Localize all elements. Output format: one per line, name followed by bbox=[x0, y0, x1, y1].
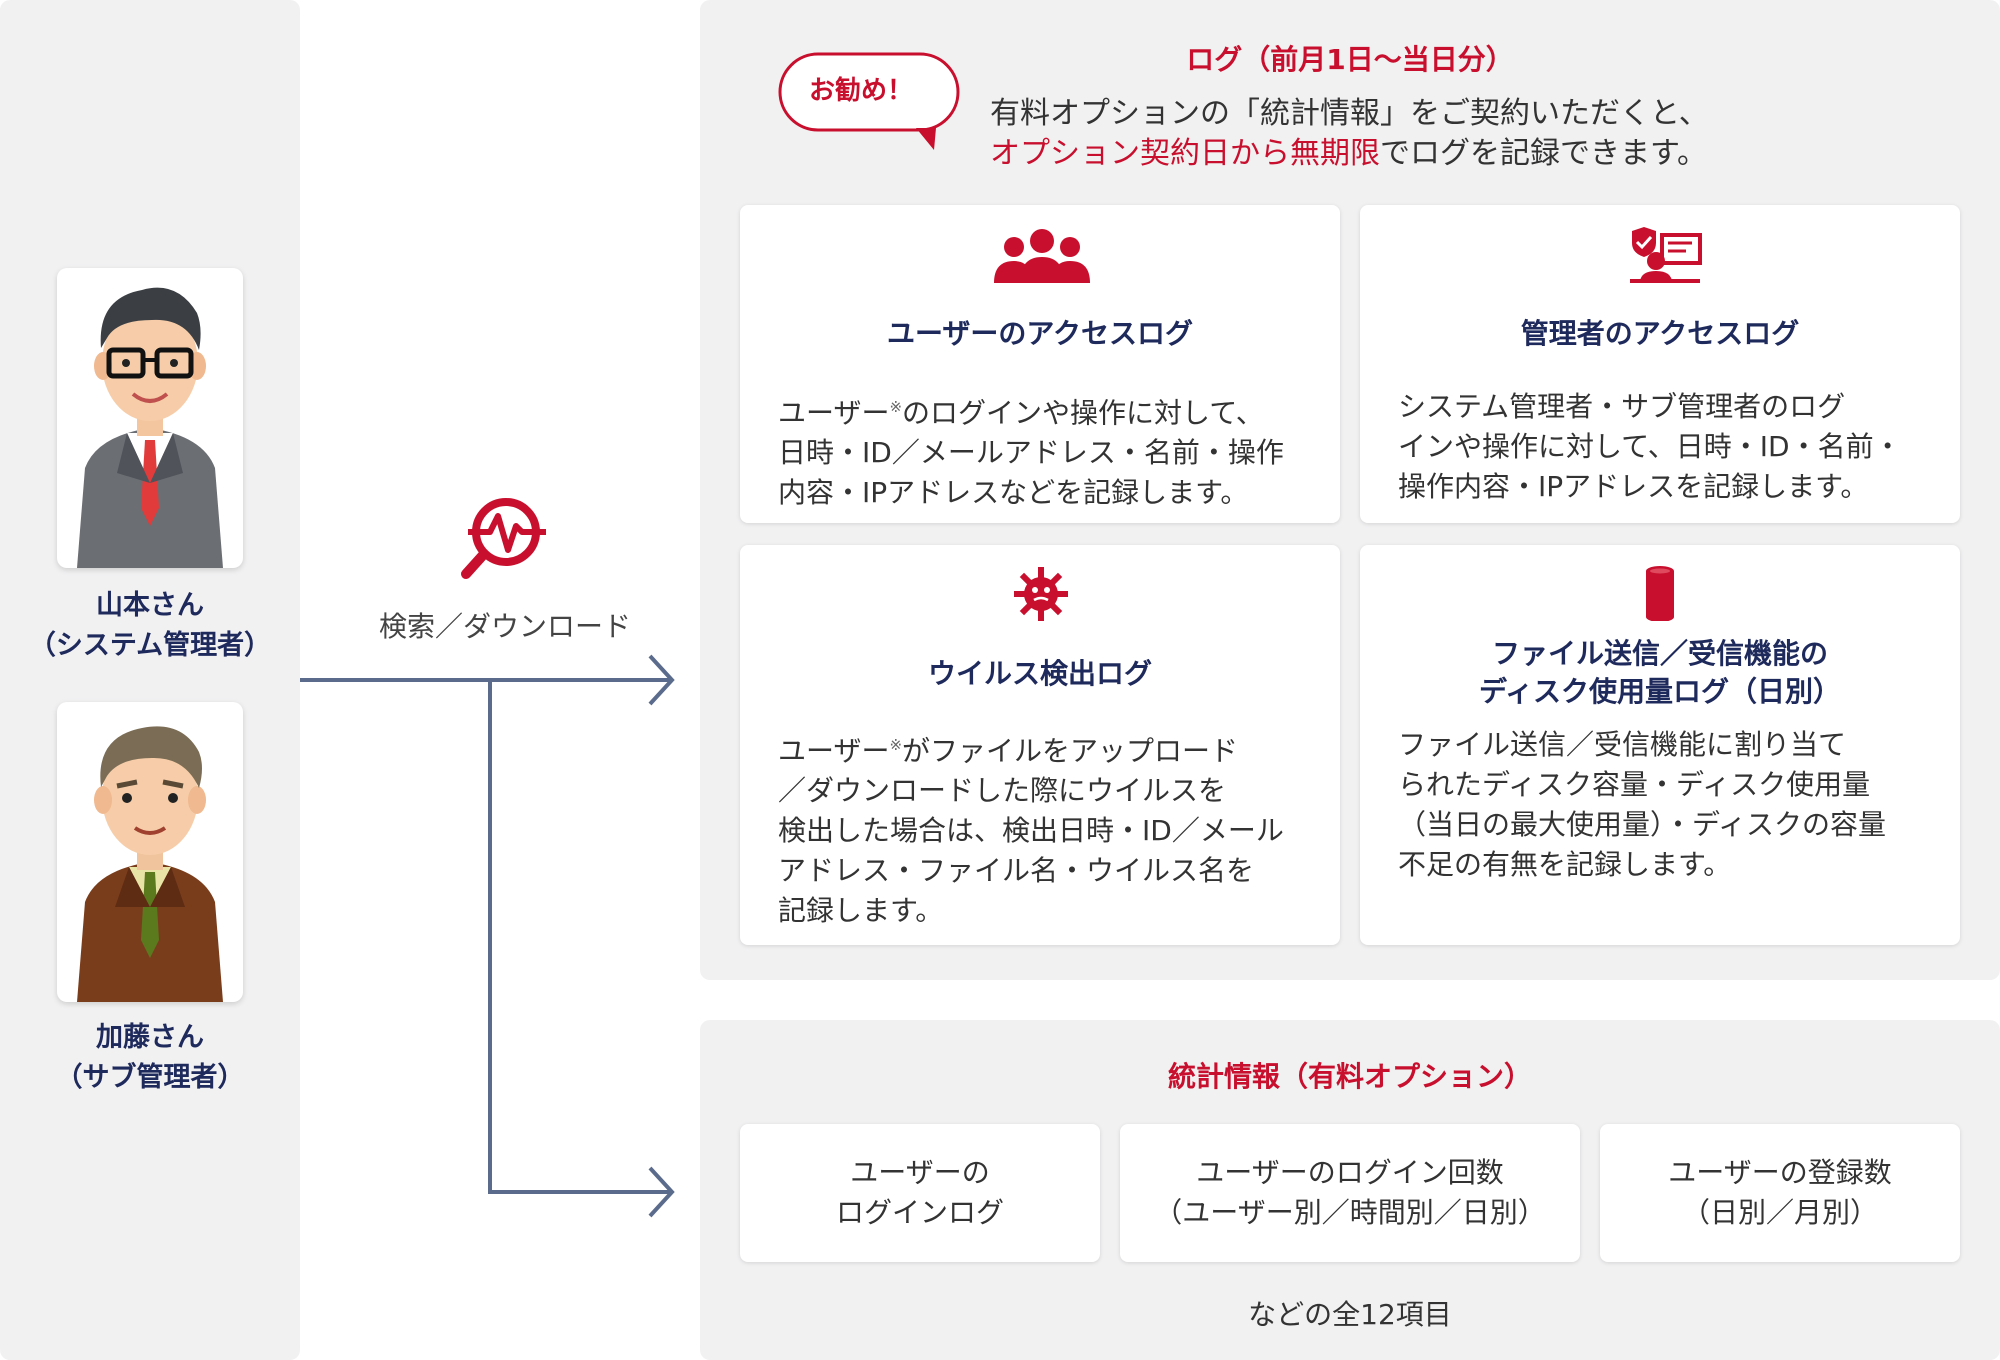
card-description: ユーザー※のログインや操作に対して、 日時・ID／メールアドレス・名前・操作 内… bbox=[778, 396, 1284, 510]
database-icon bbox=[1646, 566, 1674, 621]
person-role: （サブ管理者） bbox=[55, 1062, 245, 1093]
log-section-title: ログ（前月1日〜当日分） bbox=[1186, 43, 1514, 76]
recommend-rest: でログを記録できます。 bbox=[1380, 136, 1707, 171]
card-user-access-log: ユーザーのアクセスログ ユーザー※のログインや操作に対して、 日時・ID／メール… bbox=[740, 205, 1340, 523]
avatar-yamamoto bbox=[57, 268, 243, 568]
person-yamamoto-label: 山本さん （システム管理者） bbox=[0, 586, 300, 666]
card-disk-usage-log: ファイル送信／受信機能の ディスク使用量ログ（日別） ファイル送信／受信機能に割… bbox=[1360, 545, 1960, 945]
arrow-to-stats-line bbox=[488, 680, 672, 1194]
recommend-line-2: オプション契約日から無期限でログを記録できます。 bbox=[990, 128, 1707, 172]
person-name: 山本さん bbox=[96, 590, 204, 621]
person-name: 加藤さん bbox=[96, 1022, 204, 1053]
users-group-icon bbox=[994, 229, 1090, 283]
stats-section-title: 統計情報（有料オプション） bbox=[1167, 1060, 1532, 1093]
people-panel bbox=[0, 0, 300, 1360]
person-role: （システム管理者） bbox=[28, 630, 272, 661]
card-title: ファイル送信／受信機能の ディスク使用量ログ（日別） bbox=[1478, 637, 1842, 708]
search-activity-icon bbox=[461, 498, 546, 579]
card-description: システム管理者・サブ管理者のログ インや操作に対して、日時・ID・名前・ 操作内… bbox=[1398, 390, 1902, 503]
card-description: ファイル送信／受信機能に割り当て られたディスク容量・ディスク使用量 （当日の最… bbox=[1398, 728, 1887, 881]
flow-label: 検索／ダウンロード bbox=[378, 610, 631, 643]
man-brown-suit-icon bbox=[77, 726, 223, 1002]
card-title: 管理者のアクセスログ bbox=[1520, 317, 1800, 350]
avatar-kato bbox=[57, 702, 243, 1002]
card-title: ウイルス検出ログ bbox=[927, 657, 1152, 690]
stat-item-registrations: ユーザーの登録数 （日別／月別） bbox=[1600, 1124, 1960, 1262]
stat-item-login-log: ユーザーの ログインログ bbox=[740, 1124, 1100, 1262]
person-kato-label: 加藤さん （サブ管理者） bbox=[0, 1018, 300, 1098]
recommend-line-1: 有料オプションの「統計情報」をご契約いただくと、 bbox=[990, 96, 1709, 131]
card-virus-detection-log: ウイルス検出ログ ユーザー※がファイルをアップロード ／ダウンロードした際にウイ… bbox=[740, 545, 1340, 945]
card-title: ユーザーのアクセスログ bbox=[886, 317, 1194, 350]
admin-monitor-icon bbox=[1630, 227, 1702, 283]
recommend-highlight: オプション契約日から無期限 bbox=[990, 136, 1380, 171]
arrow-to-stats-head bbox=[648, 1166, 675, 1218]
recommend-badge: お勧め！ bbox=[808, 76, 913, 106]
card-description: ユーザー※がファイルをアップロード ／ダウンロードした際にウイルスを 検出した場… bbox=[778, 734, 1284, 928]
stat-item-login-count: ユーザーのログイン回数 （ユーザー別／時間別／日別） bbox=[1120, 1124, 1580, 1262]
arrow-to-log-head bbox=[648, 654, 675, 706]
recommend-bubble bbox=[778, 52, 960, 150]
virus-icon bbox=[1014, 567, 1068, 621]
man-with-glasses-red-tie-icon bbox=[77, 287, 223, 568]
stats-note: などの全12項目 bbox=[1248, 1298, 1452, 1331]
card-admin-access-log: 管理者のアクセスログ システム管理者・サブ管理者のログ インや操作に対して、日時… bbox=[1360, 205, 1960, 523]
